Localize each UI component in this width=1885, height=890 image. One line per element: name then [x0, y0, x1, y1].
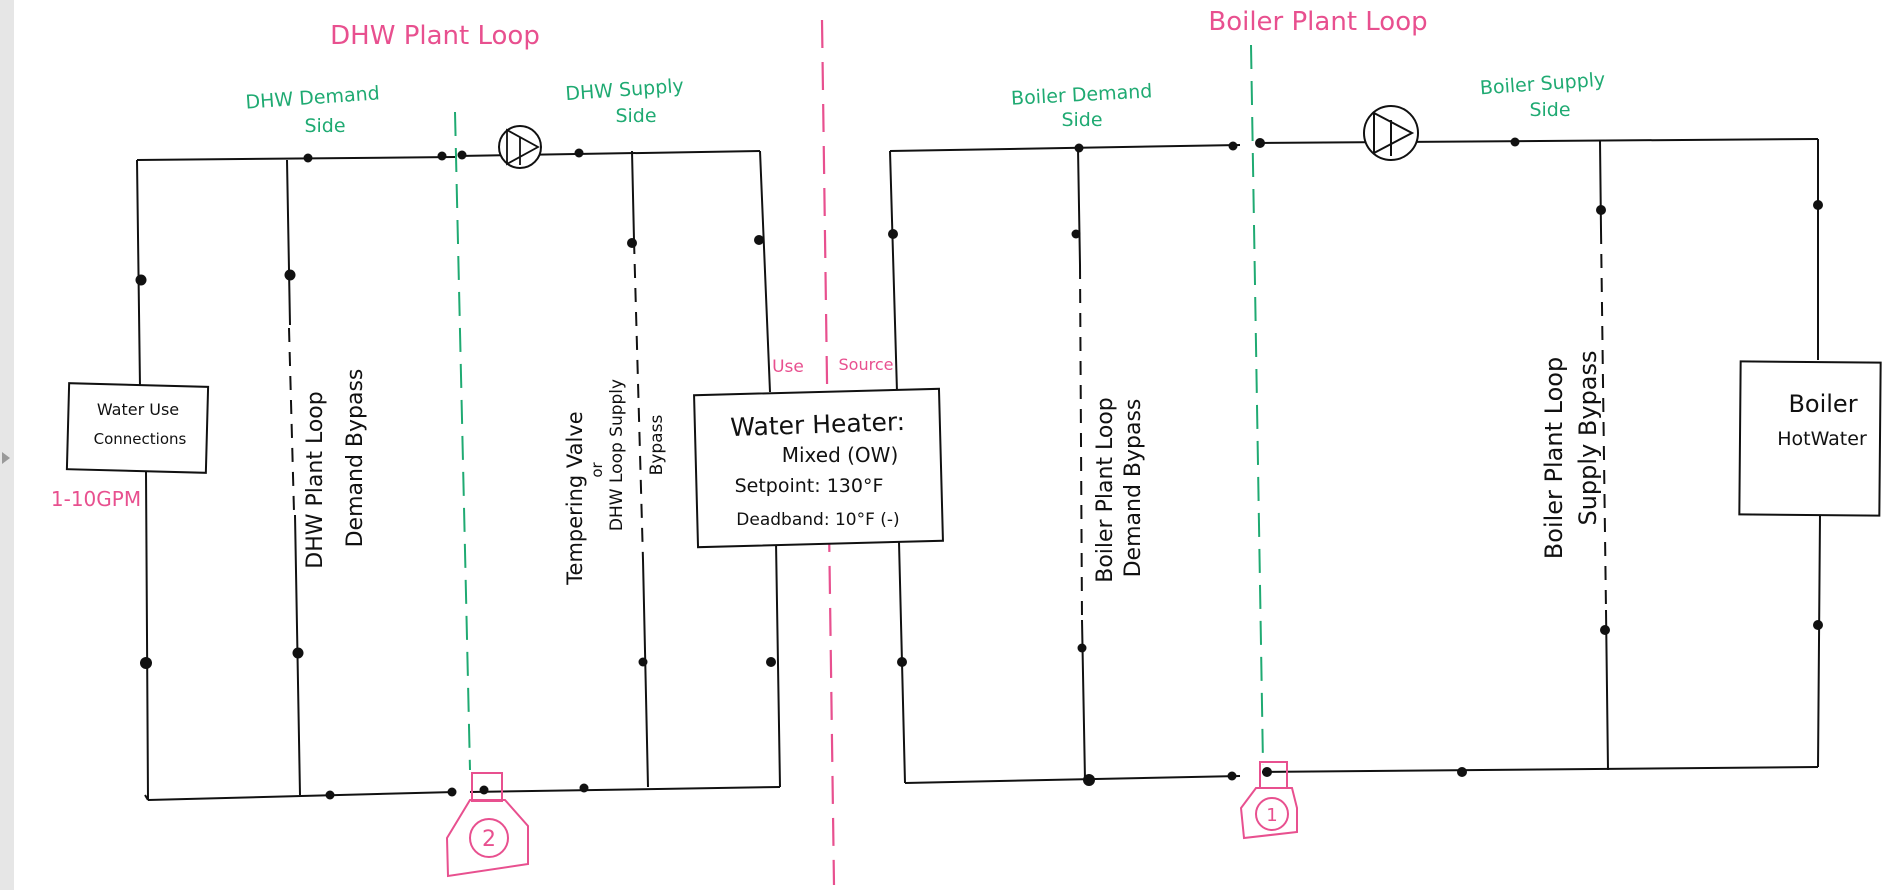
boiler-marker-number: 1 — [1266, 805, 1277, 826]
node — [292, 647, 304, 659]
node — [1813, 620, 1823, 630]
boiler-supply-side-label: Boiler Supply — [1479, 69, 1606, 100]
node — [754, 235, 764, 245]
boiler-demand-side-label: Boiler Demand — [1011, 80, 1153, 109]
boiler-side-divider — [1250, 44, 1264, 766]
dhw-marker-icon — [445, 772, 529, 878]
node — [1596, 205, 1606, 215]
node — [447, 787, 457, 797]
dhw-supply-return-pipe — [469, 786, 781, 793]
boiler-title: Boiler — [1788, 390, 1857, 418]
node — [457, 150, 467, 160]
water-heater-use-branch — [759, 150, 781, 788]
node — [574, 148, 584, 158]
dhw-bypass-label: DHW Plant Loop — [303, 391, 328, 568]
dhw-demand-side-label: DHW Demand — [245, 82, 381, 113]
dhw-loop-piping — [136, 150, 781, 801]
boiler-demand-side-label-2: Side — [1061, 109, 1102, 131]
node — [1510, 137, 1520, 147]
use-label: Use — [772, 357, 804, 377]
loop-nodes — [135, 137, 1823, 800]
water-heater-setpoint: Setpoint: 130°F — [735, 475, 884, 497]
drawing-paper — [14, 0, 1885, 890]
boiler-demand-bypass-label: Boiler Plant Loop — [1093, 397, 1118, 583]
flow-rate-label: 1-10GPM — [51, 487, 141, 511]
dhw-marker-number: 2 — [482, 827, 496, 852]
expand-arrow-icon[interactable] — [2, 452, 10, 464]
water-use-label-2: Connections — [94, 430, 187, 448]
node — [627, 238, 637, 248]
node — [1074, 143, 1084, 153]
dhw-bypass-dashed — [288, 327, 295, 513]
node — [897, 657, 907, 667]
dhw-demand-return-pipe — [147, 791, 456, 801]
water-heater-box — [693, 387, 944, 549]
boiler-supply-side-label-2: Side — [1529, 99, 1570, 121]
node — [638, 657, 648, 667]
node — [1077, 643, 1087, 653]
boiler-supply-return-pipe — [1261, 766, 1819, 773]
boiler-marker-icon — [1239, 761, 1298, 840]
node — [1813, 200, 1823, 210]
node — [1228, 141, 1238, 151]
dhw-demand-side-label-2: Side — [304, 115, 345, 137]
boiler-demand-bypass-dashed — [1079, 264, 1083, 621]
node — [303, 153, 313, 163]
boiler-type: HotWater — [1777, 428, 1867, 450]
node — [1071, 229, 1081, 239]
node — [479, 785, 489, 795]
node — [1600, 625, 1610, 635]
node — [1262, 767, 1272, 777]
node — [1457, 767, 1467, 777]
water-heater-deadband: Deadband: 10°F (-) — [736, 510, 899, 530]
node — [1083, 774, 1095, 786]
node — [888, 229, 898, 239]
tempering-valve-label-2: or — [588, 462, 606, 478]
boiler-plant-loop-title: Boiler Plant Loop — [1208, 7, 1427, 37]
dhw-water-use-branch — [136, 159, 149, 801]
boiler-branch — [1817, 139, 1821, 768]
tempering-valve-label-4: Bypass — [647, 415, 667, 476]
boiler-supply-bypass-label: Boiler Plant Loop — [1540, 357, 1568, 559]
node — [1255, 138, 1265, 148]
node — [135, 274, 147, 286]
dhw-plant-loop-title: DHW Plant Loop — [330, 21, 540, 51]
dhw-supply-side-label-2: Side — [615, 105, 656, 127]
dhw-pump-icon — [498, 125, 542, 169]
water-heater-type: Mixed (OW) — [782, 443, 899, 467]
node — [140, 657, 152, 669]
dhw-corner — [144, 794, 149, 801]
left-sidebar — [0, 0, 14, 890]
dhw-side-divider — [454, 111, 471, 771]
water-use-label: Water Use — [97, 400, 179, 419]
boiler-loop-piping — [889, 138, 1821, 784]
node — [1227, 771, 1237, 781]
boiler-demand-return-pipe — [904, 775, 1241, 784]
tempering-branch — [631, 150, 649, 788]
boiler-supply-bypass-branch — [1599, 140, 1609, 771]
boiler-demand-bypass-label-2: Demand Bypass — [1121, 399, 1146, 578]
water-heater-title: Water Heater: — [730, 407, 906, 442]
boiler-demand-supply-pipe — [889, 144, 1241, 152]
node — [766, 657, 776, 667]
dhw-demand-supply-pipe — [136, 156, 456, 161]
tempering-valve-label-3: DHW Loop Supply — [607, 379, 627, 531]
tempering-dashed — [633, 239, 644, 561]
boiler-supply-bypass-dashed — [1600, 229, 1607, 611]
dhw-supply-side-label: DHW Supply — [565, 75, 685, 105]
boiler-supply-supply-pipe — [1257, 138, 1819, 144]
node — [284, 269, 296, 281]
dhw-bypass-label-2: Demand Bypass — [343, 369, 368, 548]
source-label: Source — [839, 355, 894, 374]
boiler-pump-icon — [1363, 105, 1419, 161]
node — [325, 790, 335, 800]
node — [579, 783, 589, 793]
node — [437, 151, 447, 161]
water-use-box — [65, 382, 210, 474]
boiler-box — [1738, 360, 1882, 517]
tempering-valve-label: Tempering Valve — [563, 411, 587, 585]
boiler-supply-bypass-label-2: Supply Bypass — [1574, 350, 1602, 525]
